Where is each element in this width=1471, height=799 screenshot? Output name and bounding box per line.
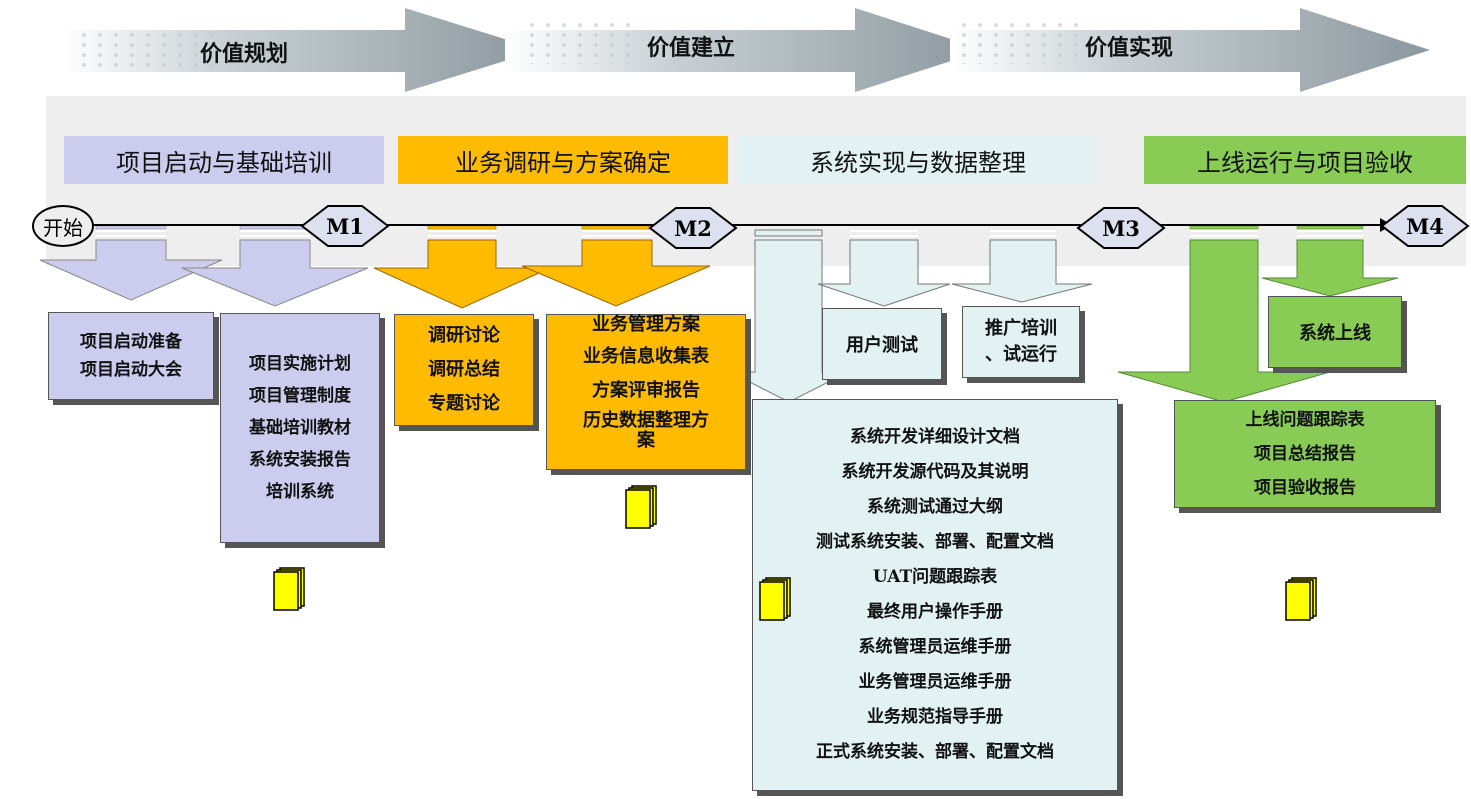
deliverable-item: 业务管理员运维手册 xyxy=(858,672,1012,692)
deliverable-box-2: 项目实施计划 项目管理制度 基础培训教材 系统安装报告 培训系统 xyxy=(220,313,380,543)
value-chain-label-2: 价值建立 xyxy=(647,36,736,61)
document-stack-icon xyxy=(273,567,305,611)
document-stack-icon xyxy=(625,485,657,529)
milestone-label-m3: M3 xyxy=(1102,216,1140,241)
milestone-label-m2: M2 xyxy=(674,216,712,241)
deliverable-item: 测试系统安装、部署、配置文档 xyxy=(816,532,1054,552)
deliverable-item: 调研讨论 xyxy=(428,325,500,346)
value-chain-arrow-2 xyxy=(505,8,985,92)
deliverable-item: 项目总结报告 xyxy=(1254,444,1356,464)
down-arrow-1 xyxy=(39,239,223,301)
deliverable-item: 最终用户操作手册 xyxy=(867,602,1003,622)
deliverable-box-5: 用户测试 xyxy=(822,308,942,380)
deliverable-item: 项目启动大会 xyxy=(80,360,182,380)
deliverable-item: 专题讨论 xyxy=(428,393,500,414)
deliverable-item: 历史数据整理方 xyxy=(583,410,709,431)
deliverable-item: 业务信息收集表 xyxy=(583,346,709,367)
deliverable-box-1: 项目启动准备 项目启动大会 xyxy=(48,312,214,400)
timeline-line xyxy=(88,224,1408,226)
deliverable-box-8: 系统上线 xyxy=(1268,296,1402,368)
deliverable-item: 上线问题跟踪表 xyxy=(1245,410,1365,430)
value-chain-label-3: 价值实现 xyxy=(1085,36,1174,61)
document-stack-icon xyxy=(1285,577,1317,621)
milestone-m4: M4 xyxy=(1380,205,1470,247)
deliverable-item: 业务规范指导手册 xyxy=(867,707,1003,727)
deliverable-item: 调研总结 xyxy=(428,359,500,380)
down-arrow-2 xyxy=(181,239,369,307)
deliverable-item: 系统开发详细设计文档 xyxy=(850,427,1020,447)
deliverable-box-4: 业务管理方案 业务信息收集表 方案评审报告 历史数据整理方 案 xyxy=(546,314,746,470)
deliverable-item: 案 xyxy=(637,430,655,451)
document-stack-icon xyxy=(759,577,791,621)
down-arrow-6 xyxy=(817,239,951,307)
phase-header-2: 业务调研与方案确定 xyxy=(398,136,728,184)
deliverable-item: 系统安装报告 xyxy=(249,450,351,470)
deliverable-item: 正式系统安装、部署、配置文档 xyxy=(816,742,1054,762)
deliverable-box-7: 系统开发详细设计文档 系统开发源代码及其说明 系统测试通过大纲 测试系统安装、部… xyxy=(752,399,1118,791)
milestone-m1: M1 xyxy=(300,205,390,247)
deliverable-item: UAT问题跟踪表 xyxy=(872,567,998,587)
milestone-m2: M2 xyxy=(648,207,738,249)
deliverable-item: 项目管理制度 xyxy=(249,386,351,406)
down-arrow-8 xyxy=(1117,239,1331,403)
down-arrow-9 xyxy=(1261,239,1399,297)
phase-header-1: 项目启动与基础培训 xyxy=(64,136,384,184)
milestone-label-m4: M4 xyxy=(1406,214,1444,239)
deliverable-item: 业务管理方案 xyxy=(592,314,700,335)
deliverable-box-6: 推广培训 、试运行 xyxy=(962,306,1080,378)
deliverable-item: 用户测试 xyxy=(846,335,918,356)
deliverable-box-3: 调研讨论 调研总结 专题讨论 xyxy=(394,314,534,426)
value-chain-arrow-3 xyxy=(950,8,1430,92)
milestone-label-m1: M1 xyxy=(326,214,364,239)
deliverable-item: 推广培训 xyxy=(985,318,1057,339)
phase-header-3: 系统实现与数据整理 xyxy=(738,136,1098,184)
phase-header-4: 上线运行与项目验收 xyxy=(1144,136,1466,184)
deliverable-item: 基础培训教材 xyxy=(249,418,351,438)
deliverable-item: 系统管理员运维手册 xyxy=(858,637,1012,657)
deliverable-item: 项目验收报告 xyxy=(1254,478,1356,498)
value-chain xyxy=(60,8,1430,92)
down-arrow-3 xyxy=(373,239,551,309)
milestone-m3: M3 xyxy=(1076,207,1166,249)
down-arrow-7 xyxy=(951,239,1093,303)
deliverable-item: 项目启动准备 xyxy=(80,332,182,352)
deliverable-box-9: 上线问题跟踪表 项目总结报告 项目验收报告 xyxy=(1174,400,1436,508)
deliverable-item: 、试运行 xyxy=(985,344,1057,365)
deliverable-item: 方案评审报告 xyxy=(592,380,700,401)
deliverable-item: 系统测试通过大纲 xyxy=(867,497,1003,517)
value-chain-label-1: 价值规划 xyxy=(200,42,289,67)
timeline-start: 开始 xyxy=(32,205,94,247)
deliverable-item: 系统开发源代码及其说明 xyxy=(841,462,1029,482)
deliverable-item: 培训系统 xyxy=(266,482,334,502)
down-arrow-5 xyxy=(729,239,849,403)
down-arrow-4 xyxy=(521,239,711,307)
deliverable-item: 项目实施计划 xyxy=(249,354,351,374)
deliverable-item: 系统上线 xyxy=(1299,323,1371,344)
